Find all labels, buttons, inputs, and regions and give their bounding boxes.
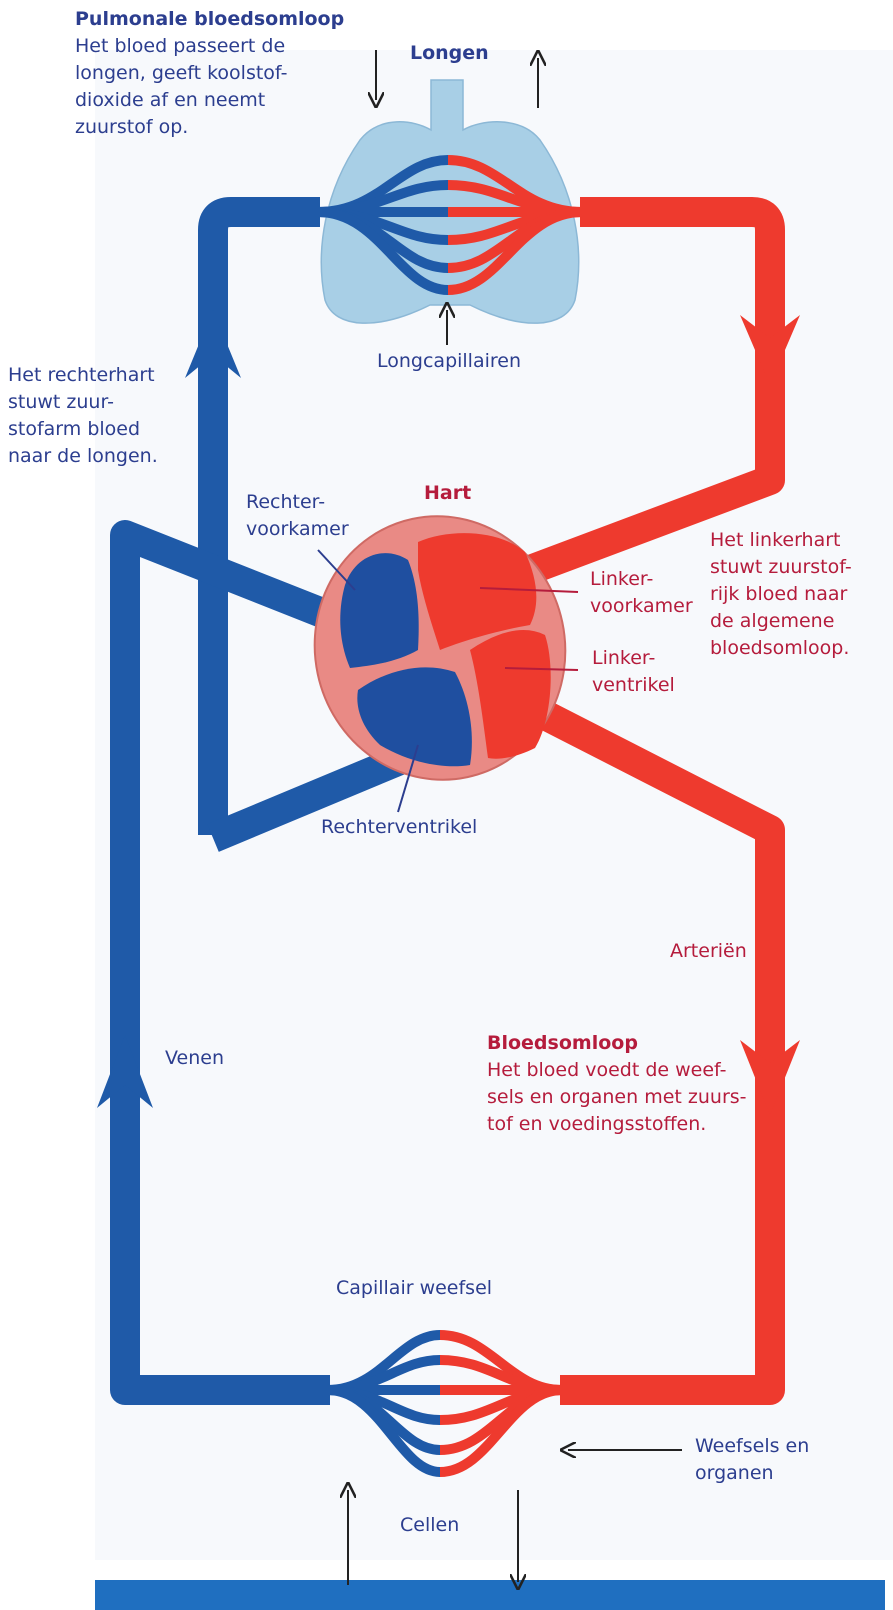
cells-bar <box>95 1580 885 1610</box>
capillary-tissue-label: Capillair weefsel <box>336 1277 493 1299</box>
right-heart-text: Het rechterhart stuwt zuur- stofarm bloe… <box>8 364 158 467</box>
left-ventricle-label: Linker- ventrikel <box>592 647 675 696</box>
veins-up-arrowhead <box>97 1035 153 1108</box>
right-atrium-chamber <box>340 553 419 668</box>
heart-label: Hart <box>424 482 472 504</box>
systemic-vein-blue <box>110 520 406 1405</box>
right-atrium-pointer <box>317 549 356 591</box>
pulmonary-vein-blue <box>198 197 320 835</box>
systemic-text: Het bloed voedt de weef- sels en organen… <box>487 1059 747 1135</box>
lungs-label: Longen <box>410 42 489 64</box>
pulmonary-artery-red <box>524 197 785 585</box>
lung-capillaries-label: Longcapillairen <box>377 350 522 372</box>
pulmonary-title: Pulmonale bloedsomloop <box>75 8 345 30</box>
lung-capillaries <box>317 155 583 295</box>
right-ventricle-pointer <box>397 744 419 813</box>
heart-shape <box>313 515 567 781</box>
pulmonary-text: Het bloed passeert de longen, geeft kool… <box>75 35 288 138</box>
lungs-shape <box>320 79 580 324</box>
veins-label: Venen <box>165 1047 224 1069</box>
left-atrium-pointer <box>479 587 579 593</box>
left-heart-text: Het linkerhart stuwt zuurstof- rijk bloe… <box>710 529 852 659</box>
arteries-label: Arteriën <box>670 940 747 962</box>
right-ventricle-chamber <box>357 667 472 767</box>
pulmonary-up-arrowhead <box>185 310 241 378</box>
pulmonary-down-arrowhead <box>740 315 800 385</box>
tissues-organs-label: Weefsels en organen <box>695 1435 810 1484</box>
right-ventricle-label: Rechterventrikel <box>321 816 478 838</box>
tissue-capillaries <box>327 1330 563 1477</box>
arteries-down-arrowhead <box>740 1040 800 1115</box>
systemic-title: Bloedsomloop <box>487 1032 638 1054</box>
left-ventricle-chamber <box>470 630 551 759</box>
left-atrium-chamber <box>418 533 537 650</box>
left-atrium-label: Linker- voorkamer <box>590 568 693 617</box>
left-ventricle-pointer <box>504 667 579 671</box>
right-atrium-label: Rechter- voorkamer <box>246 491 349 540</box>
cells-label: Cellen <box>400 1514 460 1536</box>
